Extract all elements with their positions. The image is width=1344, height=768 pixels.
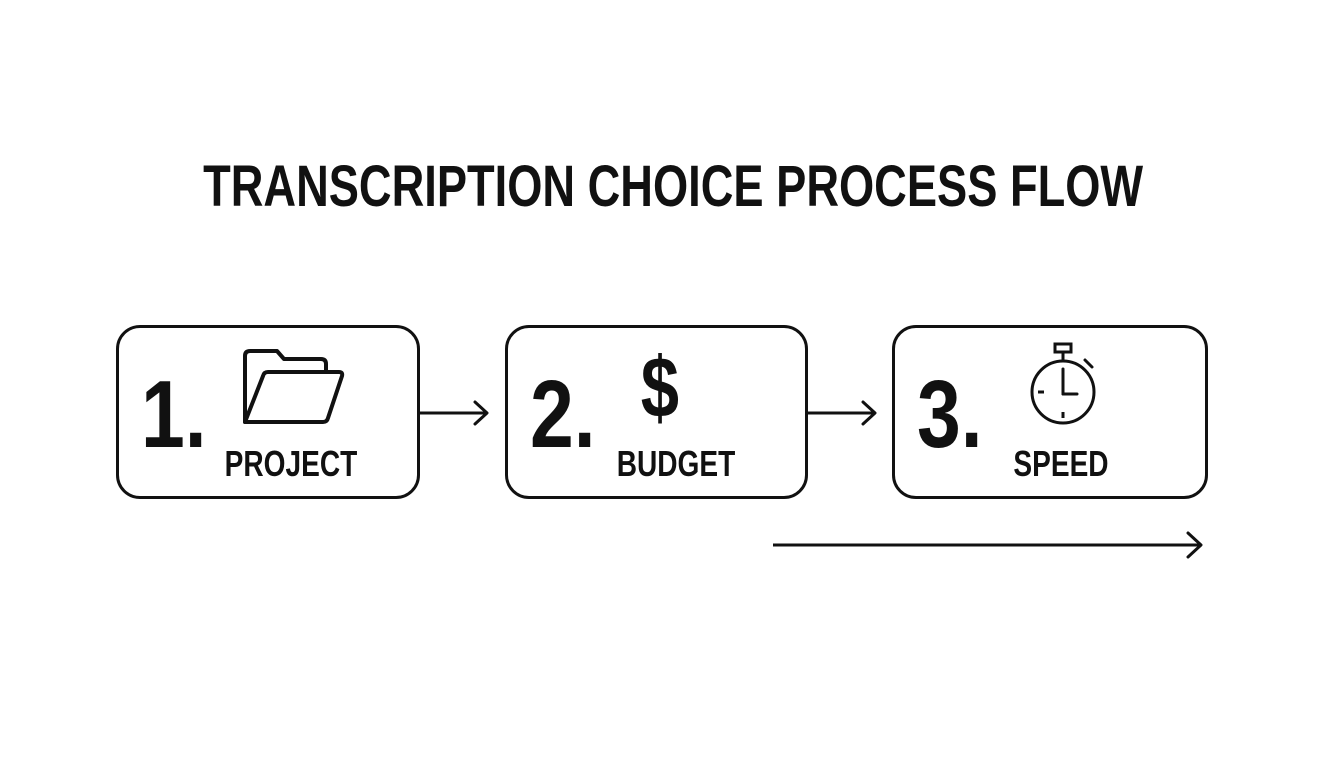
dollar-sign-icon: $ <box>640 340 680 436</box>
step-number: 3. <box>917 361 983 468</box>
diagram-title: TRANSCRIPTION CHOICE PROCESS FLOW <box>203 154 1144 219</box>
step-number: 2. <box>530 361 596 468</box>
step-label: BUDGET <box>616 443 736 484</box>
step-box-project: 1. PROJECT <box>116 325 420 499</box>
step-label: SPEED <box>1013 443 1109 484</box>
step-label: PROJECT <box>224 443 358 484</box>
step-box-speed: 3. SPEED <box>892 325 1208 499</box>
step-box-budget: 2. $ BUDGET <box>505 325 808 499</box>
folder-icon <box>243 349 345 424</box>
long-progress-arrow <box>773 531 1203 559</box>
step-number: 1. <box>141 361 207 468</box>
arrow-connector <box>808 400 877 426</box>
stopwatch-icon <box>1030 342 1096 425</box>
arrow-connector <box>420 400 489 426</box>
